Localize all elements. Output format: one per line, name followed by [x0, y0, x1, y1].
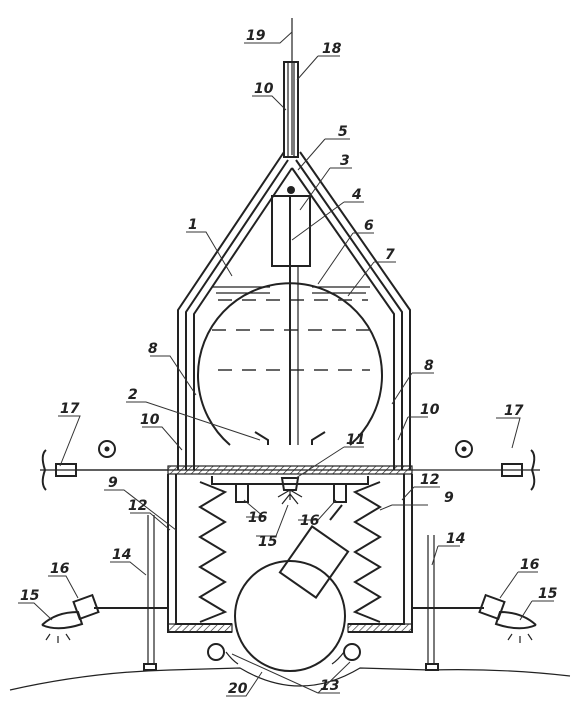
label-19: 19 [246, 28, 266, 44]
side-lamp-right [412, 593, 537, 643]
propeller-right [455, 440, 536, 491]
side-lamp-left [41, 593, 168, 643]
label-14-left: 14 [112, 547, 131, 563]
label-4: 4 [351, 187, 362, 203]
label-7: 7 [385, 247, 395, 263]
label-10-right: 10 [420, 402, 440, 418]
label-2: 2 [128, 387, 138, 403]
wheel-left [207, 643, 225, 661]
label-16-right: 16 [520, 557, 540, 573]
label-10-left: 10 [140, 412, 160, 428]
label-16-inner-right: 16 [300, 513, 320, 529]
label-17-left: 17 [60, 401, 80, 417]
central-tube [271, 186, 311, 445]
label-8-left: 8 [148, 341, 158, 357]
label-12-right: 12 [420, 472, 439, 488]
label-15-center: 15 [258, 534, 278, 550]
label-15-left: 15 [20, 588, 40, 604]
label-1: 1 [188, 217, 198, 233]
label-20: 20 [228, 681, 248, 697]
propeller-left [41, 440, 168, 491]
labels: 19 18 10 5 3 4 1 6 7 8 8 2 17 10 17 10 1… [20, 28, 558, 697]
spring-right [352, 481, 382, 623]
ground-line [9, 667, 571, 691]
label-11: 11 [346, 432, 365, 448]
label-15-right: 15 [538, 586, 558, 602]
label-8-right: 8 [424, 358, 434, 374]
central-lamp [277, 477, 303, 505]
label-9-left: 9 [108, 475, 118, 491]
label-13: 13 [320, 678, 339, 694]
label-16-left: 16 [50, 561, 70, 577]
spherical-tank [197, 282, 383, 446]
lower-housing [167, 474, 413, 633]
label-10-top: 10 [254, 81, 274, 97]
label-12-left: 12 [128, 498, 147, 514]
light-block-right [333, 483, 347, 503]
label-3: 3 [340, 153, 350, 169]
label-16-inner-left: 16 [248, 510, 268, 526]
conical-casing [177, 151, 411, 470]
leader-lines [18, 31, 554, 697]
spring-left [198, 481, 228, 623]
label-5: 5 [338, 124, 348, 140]
wheel-right [343, 643, 361, 661]
inner-frame [211, 476, 369, 485]
side-posts [143, 515, 439, 671]
label-6: 6 [364, 218, 374, 234]
label-18: 18 [322, 41, 342, 57]
label-14-right: 14 [446, 531, 465, 547]
label-9-right: 9 [444, 490, 454, 506]
antenna-mast [283, 18, 299, 158]
label-17-right: 17 [504, 403, 524, 419]
light-block-left [235, 483, 249, 503]
engine [234, 504, 350, 672]
